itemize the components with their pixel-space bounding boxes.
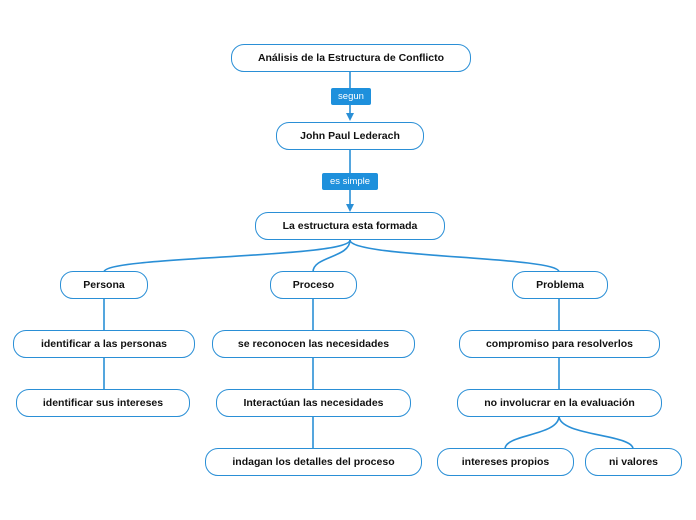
node-persona-2[interactable]: identificar sus intereses bbox=[16, 389, 190, 417]
node-persona-1[interactable]: identificar a las personas bbox=[13, 330, 195, 358]
node-proceso[interactable]: Proceso bbox=[270, 271, 357, 299]
node-root[interactable]: Análisis de la Estructura de Conflicto bbox=[231, 44, 471, 72]
link-problema-3a bbox=[504, 415, 560, 450]
node-author[interactable]: John Paul Lederach bbox=[276, 122, 424, 150]
link-label-segun: segun bbox=[331, 88, 371, 105]
node-proceso-3[interactable]: indagan los detalles del proceso bbox=[205, 448, 422, 476]
link-structure-proceso bbox=[312, 239, 351, 273]
node-proceso-2[interactable]: Interactúan las necesidades bbox=[216, 389, 411, 417]
node-problema-1[interactable]: compromiso para resolverlos bbox=[459, 330, 660, 358]
node-proceso-1[interactable]: se reconocen las necesidades bbox=[212, 330, 415, 358]
node-problema-3a[interactable]: intereses propios bbox=[437, 448, 574, 476]
node-problema-2[interactable]: no involucrar en la evaluación bbox=[457, 389, 662, 417]
link-structure-persona bbox=[103, 239, 351, 273]
node-persona[interactable]: Persona bbox=[60, 271, 148, 299]
node-problema-3b[interactable]: ni valores bbox=[585, 448, 682, 476]
link-problema-3b bbox=[558, 415, 634, 450]
node-problema[interactable]: Problema bbox=[512, 271, 608, 299]
node-structure[interactable]: La estructura esta formada bbox=[255, 212, 445, 240]
link-structure-problema bbox=[349, 239, 560, 273]
link-label-es-simple: es simple bbox=[322, 173, 378, 190]
